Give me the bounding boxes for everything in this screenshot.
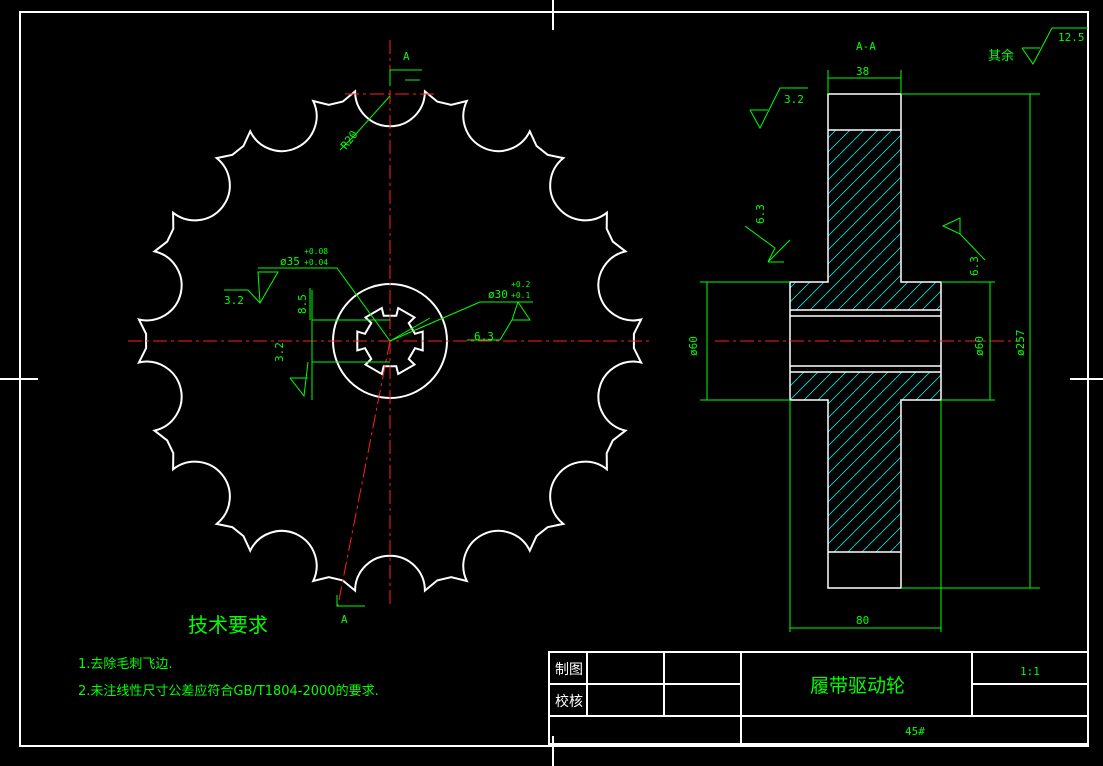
outer-dim: ø257 xyxy=(1014,330,1027,357)
roughness-section-right: 6.3 xyxy=(968,256,981,276)
section-view xyxy=(700,27,1088,632)
bore35-upper: +0.08 xyxy=(304,247,328,256)
bore30-upper: +0.2 xyxy=(511,280,530,289)
key-depth-dim: 8.5 xyxy=(296,294,309,314)
roughness-front-key: 3.2 xyxy=(273,342,286,362)
roughness-section-top: 3.2 xyxy=(784,93,804,106)
spline-bore xyxy=(356,306,424,376)
roughness-front-bore: 6.3 xyxy=(474,330,494,343)
section-label-bottom: A xyxy=(341,613,348,626)
rest-roughness-value: 12.5 xyxy=(1058,31,1085,44)
requirement-item-2: 2.未注线性尺寸公差应符合GB/T1804-2000的要求. xyxy=(78,683,379,699)
bore35-dim: ø35 xyxy=(280,255,300,268)
width-top-dim: 38 xyxy=(856,65,869,78)
bore30-dim: ø30 xyxy=(488,288,508,301)
sprocket-front-view xyxy=(128,40,652,611)
section-label-top: A xyxy=(403,50,410,63)
section-line xyxy=(336,340,391,611)
scale-value: 1:1 xyxy=(1020,665,1040,678)
drawn-label: 制图 xyxy=(555,662,583,678)
rest-roughness-label: 其余 xyxy=(988,48,1014,64)
roughness-front-left: 3.2 xyxy=(224,294,244,307)
requirement-item-1: 1.去除毛刺飞边. xyxy=(78,657,173,672)
part-name: 履带驱动轮 xyxy=(810,675,905,697)
width-bottom-dim: 80 xyxy=(856,614,869,627)
requirements-title: 技术要求 xyxy=(188,613,268,637)
roughness-section-left: 6.3 xyxy=(754,204,767,224)
checked-label: 校核 xyxy=(555,693,583,710)
material-value: 45# xyxy=(905,725,925,738)
bore30-lower: +0.1 xyxy=(511,291,530,300)
sprocket-outline xyxy=(137,89,643,593)
bore35-lower: +0.04 xyxy=(304,258,328,267)
hub-left-dim: ø60 xyxy=(687,336,700,356)
hub-right-dim: ø60 xyxy=(973,336,986,356)
title-block xyxy=(548,651,1089,745)
section-view-title: A-A xyxy=(856,40,876,53)
